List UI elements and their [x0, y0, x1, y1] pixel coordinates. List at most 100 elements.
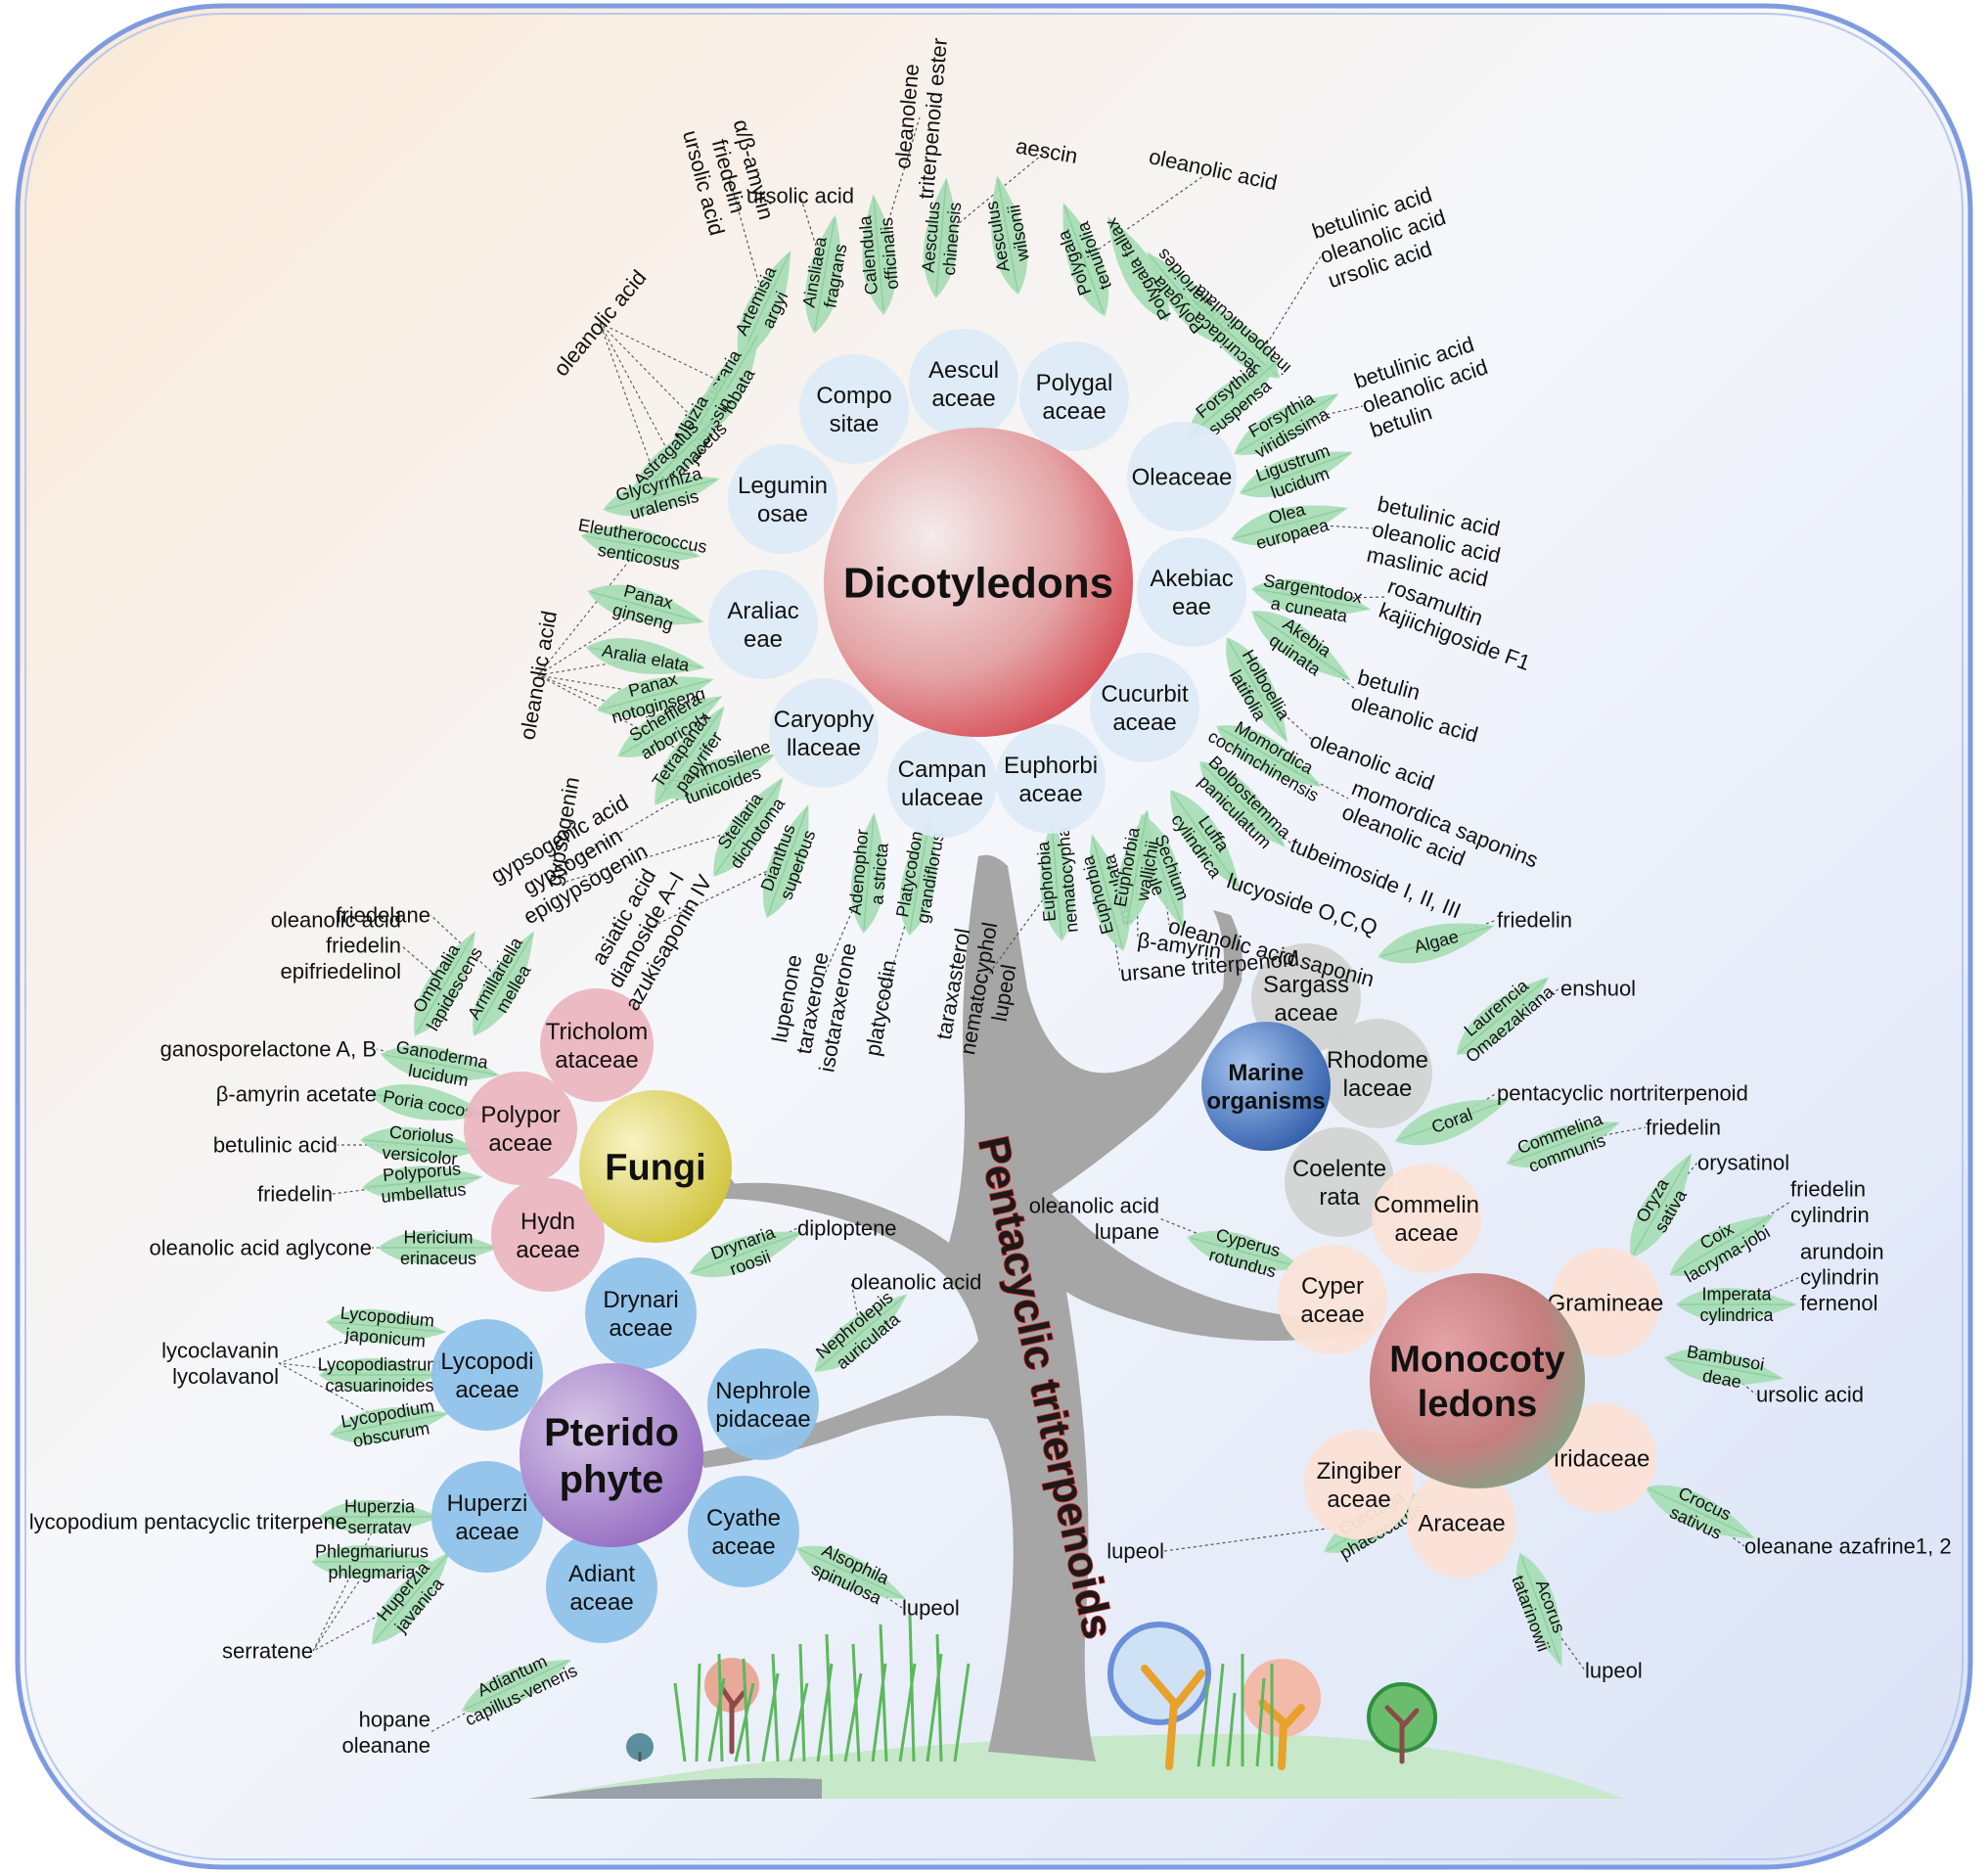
family-label-line: Drynari — [603, 1287, 678, 1313]
family-label-line: Campan — [898, 756, 987, 783]
leaf-shape — [1250, 578, 1372, 616]
family-label-line: Cyathe — [706, 1505, 781, 1532]
leaf-vein — [656, 709, 723, 802]
family-circle — [464, 1072, 577, 1185]
leaf-vein — [1632, 1156, 1691, 1256]
leaf-vein — [715, 780, 782, 874]
shared-connector — [312, 1516, 381, 1652]
family-label-line: Polygal — [1036, 370, 1113, 396]
leaf-vein — [384, 1054, 497, 1075]
compound-label: β-amyrin acetate — [216, 1082, 377, 1107]
leaf-vein — [1510, 1122, 1617, 1164]
compound-label: pentacyclic nortriterpenoid — [1497, 1081, 1748, 1106]
hub-label-line: Pterido — [544, 1411, 679, 1454]
family-label-line: aceae — [455, 1519, 519, 1545]
family-label-line: eae — [1172, 594, 1211, 620]
leaf-shape — [329, 1407, 450, 1444]
shared-connector — [599, 322, 700, 426]
family-label-line: Araceae — [1418, 1510, 1505, 1536]
leaf-vein — [474, 934, 533, 1033]
species-name-line: erinaceus — [400, 1249, 476, 1268]
shared-compound-label-line: lycoclavanin — [161, 1339, 279, 1363]
leaf-vein — [1380, 926, 1492, 957]
compound-label-line: arundoin — [1800, 1239, 1884, 1263]
family-circle — [1019, 342, 1129, 451]
leaf-calendula-officinalis: Calendulaofficinalis — [855, 194, 902, 315]
leaf-vein — [372, 1093, 485, 1115]
leaf-vein — [374, 1554, 448, 1642]
family-label-line: aceae — [1274, 1000, 1337, 1027]
leaf-vein — [620, 697, 720, 755]
hub-label-line: phyte — [560, 1458, 664, 1501]
compound-label-line: cylindrin — [1800, 1265, 1879, 1290]
leaf-shape — [368, 1083, 489, 1120]
compound-label: ursolic acid — [746, 184, 854, 208]
species-name: Aesculuschinensis — [918, 200, 965, 276]
leaf-vein — [364, 1139, 477, 1151]
leaf-vein — [1092, 837, 1123, 948]
family-gramineae: Gramineae — [1548, 1248, 1664, 1357]
compound-label: lycopodium pentacyclic triterpene — [29, 1510, 347, 1534]
leaf-vein — [465, 1660, 568, 1711]
leaf-vein — [909, 819, 930, 933]
family-circle — [1278, 1245, 1387, 1354]
family-circle — [1547, 1403, 1656, 1513]
hub-circle — [1370, 1273, 1585, 1488]
compound-label-line: friedelin — [257, 1182, 333, 1207]
leaf-sargentodox-a-cuneata: Sargentodoxa cuneata — [1250, 571, 1372, 626]
compound-connector — [1232, 255, 1322, 400]
compound-connector — [429, 914, 505, 984]
compound-label-line: lupeol — [902, 1596, 960, 1621]
family-label-line: aceae — [1042, 398, 1106, 425]
leaf-shape — [580, 526, 701, 563]
leaf-shape — [923, 177, 958, 298]
family-label-line: aceae — [1300, 1302, 1364, 1328]
compound-label: friedelin — [1646, 1116, 1721, 1140]
family-label-line: Zingiber — [1317, 1458, 1402, 1485]
family-label-line: aceae — [455, 1377, 519, 1403]
compound-label-line: fernenol — [1800, 1291, 1878, 1315]
family-circle — [769, 678, 879, 788]
species-name: Adenophora stricta — [845, 828, 893, 917]
leaf-vein — [1189, 362, 1277, 436]
family-circle — [909, 329, 1018, 438]
shared-connector — [537, 674, 671, 727]
leaf-vein — [584, 535, 698, 557]
species-name: Holboellialatifolia — [1220, 647, 1294, 735]
family-circle — [707, 1349, 819, 1460]
leaf-vein — [1108, 219, 1167, 319]
leaf-vein — [767, 807, 808, 915]
leaf-vein — [1192, 298, 1278, 377]
leaf-vein — [1228, 640, 1287, 740]
family-label-line: Adiant — [568, 1561, 635, 1587]
family-label-line: Cucurbit — [1101, 681, 1189, 708]
leaf-ainsliaea-fragrans: Ainsliaeafragrans — [798, 213, 851, 335]
compound-label-line: ursolic acid — [1756, 1383, 1864, 1407]
family-circle — [887, 728, 997, 838]
leaf-coral: Coral — [1394, 1099, 1510, 1146]
leaf-vein — [1190, 1237, 1301, 1268]
family-label-line: Gramineae — [1548, 1290, 1664, 1316]
compound-label-line: oleanolic acid — [1029, 1194, 1159, 1218]
leaf-adenophor-a-stricta: Adenophora stricta — [845, 812, 893, 934]
leaf-vein — [606, 479, 717, 510]
family-label-line: Hydn — [520, 1209, 575, 1235]
compound-connector — [571, 774, 720, 862]
leaf-vein — [863, 816, 875, 930]
